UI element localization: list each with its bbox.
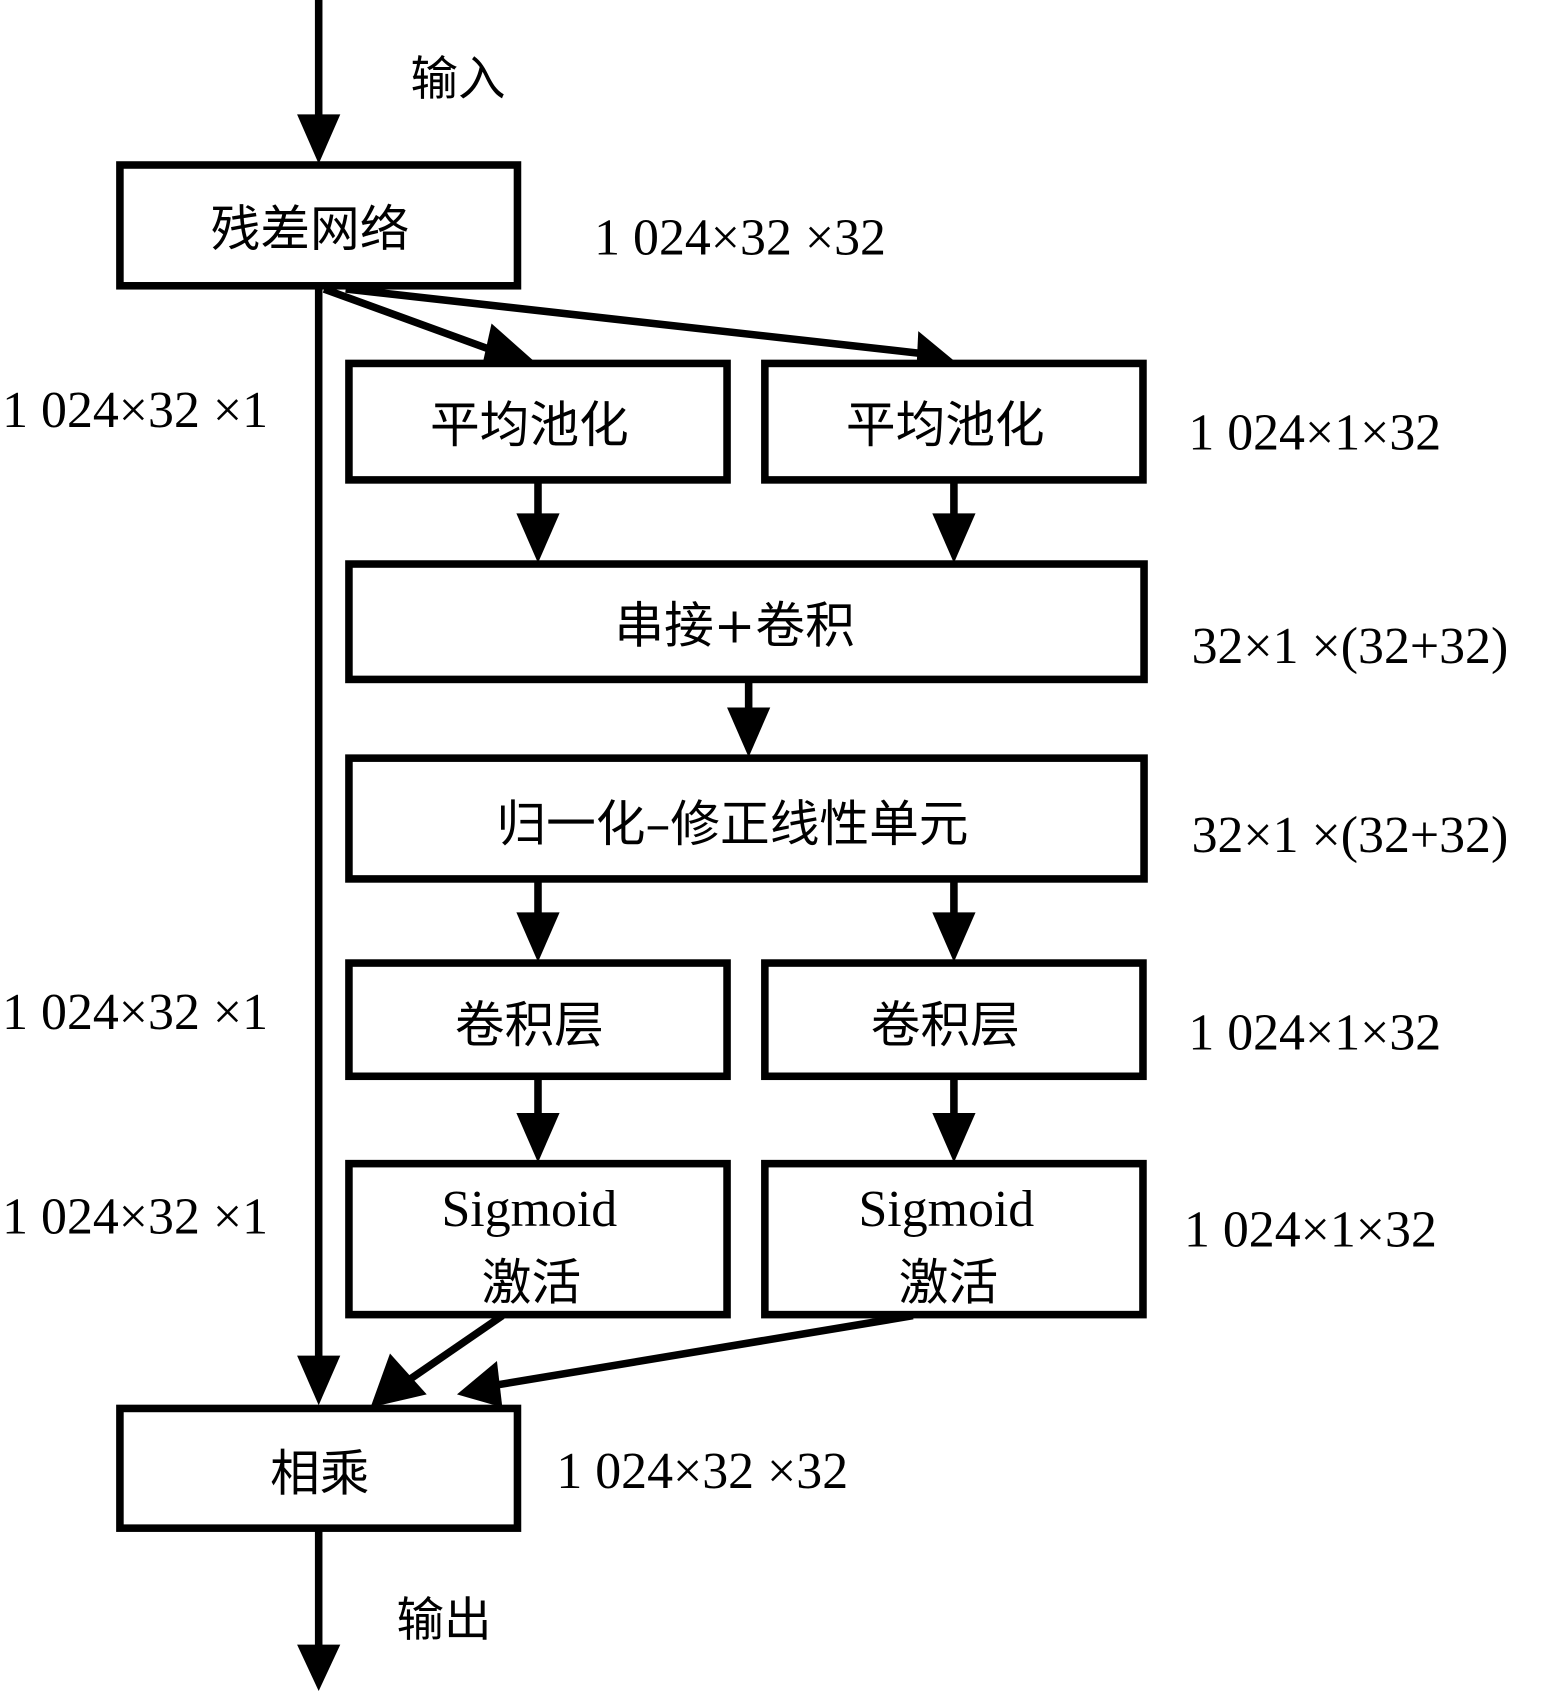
output-arrowhead xyxy=(297,1644,341,1691)
sigmoid-left-to-multiply-line xyxy=(402,1312,505,1386)
dim-right-pool: 1 024×1×32 xyxy=(1188,405,1441,462)
avg-pool-right-label: 平均池化 xyxy=(846,396,1045,454)
avg-pool-left-box xyxy=(345,359,731,484)
sigmoid-right-box xyxy=(761,1159,1147,1319)
input-label: 输入 xyxy=(411,52,506,107)
conv-left-label: 卷积层 xyxy=(455,996,604,1054)
residual-network-label: 残差网络 xyxy=(211,200,410,258)
dim-concat-conv: 32×1 ×(32+32) xyxy=(1192,618,1509,675)
concat-conv-label: 串接+卷积 xyxy=(614,597,854,655)
conv-right-label: 卷积层 xyxy=(871,996,1020,1054)
bn-to-conv-left-arrowhead xyxy=(516,912,560,962)
sigmoid-left-label-line1: Sigmoid xyxy=(441,1181,617,1238)
dim-left-conv: 1 024×32 ×1 xyxy=(2,984,268,1041)
output-label: 输出 xyxy=(396,1593,491,1648)
avg-pool-left-label: 平均池化 xyxy=(430,396,629,454)
input-arrowhead xyxy=(297,114,341,164)
dim-right-conv: 1 024×1×32 xyxy=(1188,1004,1441,1061)
sigmoid-right-label-line2: 激活 xyxy=(899,1254,998,1312)
skip-arrowhead xyxy=(297,1355,341,1406)
sigmoid-right-to-multiply-arrowhead xyxy=(456,1360,503,1408)
bn-relu-box xyxy=(345,754,1148,883)
multiply-box xyxy=(116,1404,522,1532)
sigmoid-left-label-line2: 激活 xyxy=(482,1254,581,1312)
conv-left-to-sigmoid-arrowhead xyxy=(516,1112,560,1163)
pool-left-to-concat-arrowhead xyxy=(516,513,560,563)
concat-to-bn-arrowhead xyxy=(727,707,771,758)
multiply-label: 相乘 xyxy=(270,1444,369,1502)
dim-multiply-out: 1 024×32 ×32 xyxy=(556,1443,848,1500)
sigmoid-left-box xyxy=(345,1159,731,1319)
dim-left-pool: 1 024×32 ×1 xyxy=(2,382,268,439)
bn-relu-label: 归一化–修正线性单元 xyxy=(496,795,968,853)
dim-residual-out: 1 024×32 ×32 xyxy=(594,210,886,267)
branch-arrow-right xyxy=(345,285,925,358)
dim-left-sigmoid: 1 024×32 ×1 xyxy=(2,1189,268,1246)
pool-right-to-concat-arrowhead xyxy=(932,513,976,563)
dim-right-sigmoid: 1 024×1×32 xyxy=(1184,1202,1437,1259)
bn-to-conv-right-arrowhead xyxy=(932,912,976,962)
dim-bn-relu: 32×1 ×(32+32) xyxy=(1192,807,1509,864)
sigmoid-right-label-line1: Sigmoid xyxy=(858,1181,1034,1238)
sigmoid-right-to-multiply-line xyxy=(490,1311,914,1390)
conv-right-to-sigmoid-arrowhead xyxy=(932,1112,976,1163)
avg-pool-right-box xyxy=(761,359,1147,484)
sigmoid-left-to-multiply-arrowhead xyxy=(370,1353,427,1408)
branch-arrow-left xyxy=(322,285,510,360)
